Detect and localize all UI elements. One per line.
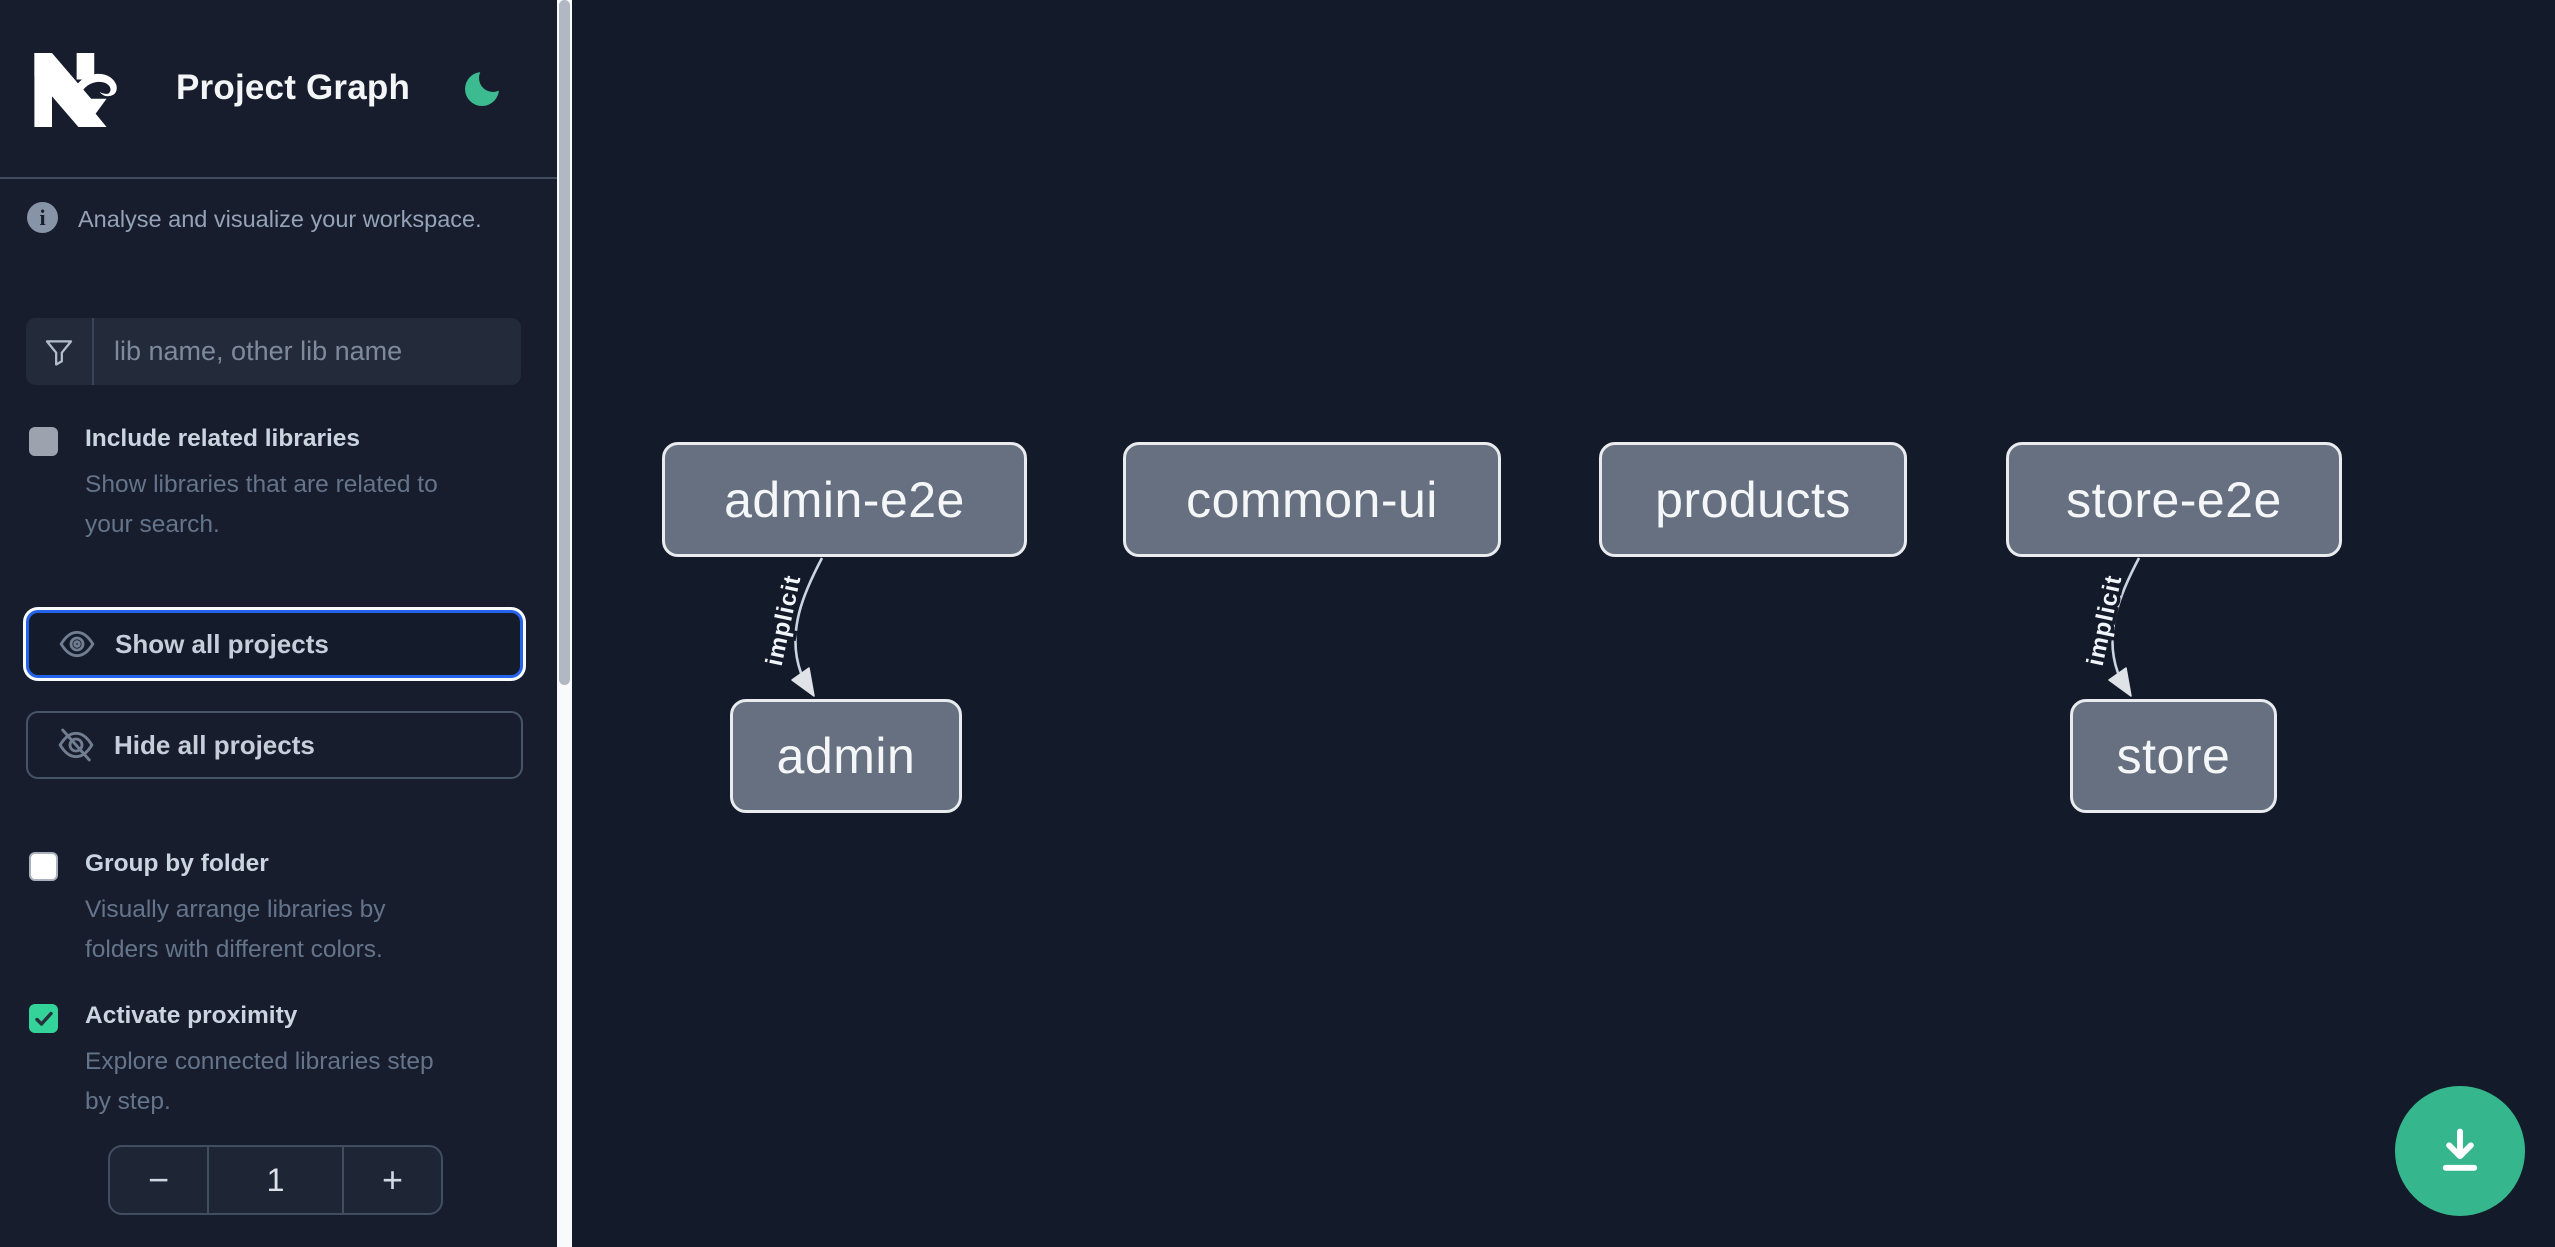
graph-node-store[interactable]: store <box>2070 699 2277 813</box>
show-all-projects-button[interactable]: Show all projects <box>26 610 523 678</box>
proximity-depth-value: 1 <box>207 1147 344 1213</box>
graph-canvas[interactable] <box>572 0 2555 1247</box>
node-label: store-e2e <box>2066 471 2282 528</box>
activate-proximity-description: Explore connected libraries step by step… <box>85 1048 434 1115</box>
graph-node-admin[interactable]: admin <box>730 699 962 813</box>
group-by-folder-description: Visually arrange libraries by folders wi… <box>85 896 386 963</box>
sidebar-header: Project Graph <box>0 0 557 178</box>
node-label: admin <box>776 728 916 784</box>
group-by-folder-checkbox[interactable] <box>29 852 58 881</box>
sidebar-scrollbar[interactable] <box>557 0 572 1247</box>
decrement-button[interactable]: − <box>110 1147 207 1213</box>
node-label: admin-e2e <box>724 471 965 528</box>
filter-box <box>26 318 521 385</box>
graph-node-admin-e2e[interactable]: admin-e2e <box>662 442 1027 557</box>
graph-node-common-ui[interactable]: common-ui <box>1123 442 1501 557</box>
node-label: store <box>2116 728 2231 784</box>
info-text: Analyse and visualize your workspace. <box>78 206 482 232</box>
node-label: products <box>1655 471 1851 528</box>
hide-all-projects-button[interactable]: Hide all projects <box>26 711 523 779</box>
include-related-label: Include related libraries <box>85 425 361 452</box>
checkmark-icon <box>34 1011 53 1026</box>
nx-logo <box>34 53 117 127</box>
filter-input[interactable] <box>94 318 521 385</box>
moon-icon <box>465 63 507 106</box>
proximity-depth-stepper: − 1 + <box>108 1145 443 1215</box>
download-graph-button[interactable] <box>2395 1086 2525 1216</box>
funnel-icon <box>26 318 94 385</box>
info-icon: i <box>27 202 58 233</box>
include-related-checkbox[interactable] <box>29 427 58 456</box>
node-label: common-ui <box>1186 471 1438 528</box>
activate-proximity-checkbox[interactable] <box>29 1004 58 1033</box>
hide-all-projects-label: Hide all projects <box>114 729 315 760</box>
page-title: Project Graph <box>176 68 411 107</box>
activate-proximity-label: Activate proximity <box>85 1002 298 1029</box>
theme-toggle-button[interactable] <box>458 62 510 114</box>
sidebar-scrollbar-thumb[interactable] <box>559 0 570 685</box>
graph-node-products[interactable]: products <box>1599 442 1907 557</box>
group-by-folder-label: Group by folder <box>85 850 269 877</box>
download-icon <box>2442 1128 2478 1171</box>
eye-off-icon <box>56 725 96 765</box>
include-related-description: Show libraries that are related to your … <box>85 471 438 538</box>
show-all-projects-label: Show all projects <box>115 628 329 659</box>
sidebar: Project Graph i Analyse and visualize yo… <box>0 0 557 1247</box>
eye-icon <box>57 624 97 664</box>
graph-node-store-e2e[interactable]: store-e2e <box>2006 442 2342 557</box>
increment-button[interactable]: + <box>344 1147 441 1213</box>
header-divider <box>0 177 557 179</box>
